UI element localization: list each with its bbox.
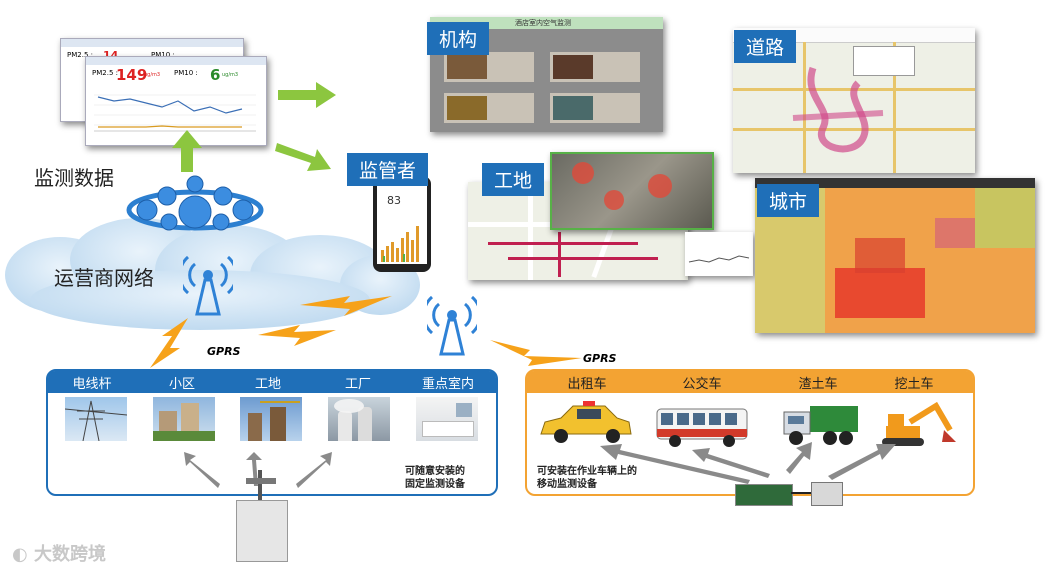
road-tag: 道路 <box>734 30 796 63</box>
site-aerial-photo <box>550 152 714 230</box>
phone-device: 83 <box>373 176 431 272</box>
gprs-left-label: GPRS <box>207 345 240 358</box>
city-tag: 城市 <box>757 184 819 217</box>
fixed-item-site: 工地 <box>228 373 308 392</box>
fixed-item-pole: 电线杆 <box>52 373 132 392</box>
site-photo <box>240 397 302 441</box>
fixed-monitor-device <box>232 470 290 562</box>
watermark: ◐ 大数跨境 <box>12 540 106 566</box>
community-photo <box>153 397 215 441</box>
mobile-monitor-device <box>735 478 855 510</box>
watermark-text: 大数跨境 <box>34 544 106 565</box>
fixed-note-line2: 固定监测设备 <box>405 478 465 491</box>
indoor-photo <box>416 397 478 441</box>
institution-header: 酒店室内空气监测 <box>515 18 571 28</box>
site-tag: 工地 <box>482 163 544 196</box>
mobile-item-taxi: 出租车 <box>547 373 627 392</box>
factory-photo <box>328 397 390 441</box>
mobile-item-excavator: 挖土车 <box>874 373 954 392</box>
phone-value: 83 <box>387 194 401 207</box>
fixed-note: 可随意安装的 固定监测设备 <box>405 465 465 491</box>
site-trend-card <box>685 232 753 276</box>
fixed-item-factory: 工厂 <box>318 373 398 392</box>
mobile-item-truck: 渣土车 <box>778 373 858 392</box>
fixed-item-indoor: 重点室内 <box>408 373 488 392</box>
pole-photo <box>65 397 127 441</box>
mobile-item-bus: 公交车 <box>662 373 742 392</box>
regulator-tag: 监管者 <box>347 153 428 186</box>
fixed-item-community: 小区 <box>142 373 222 392</box>
gprs-right-label: GPRS <box>583 352 616 365</box>
fixed-note-line1: 可随意安装的 <box>405 465 465 478</box>
institution-tag: 机构 <box>427 22 489 55</box>
watermark-logo-icon: ◐ <box>12 544 28 565</box>
